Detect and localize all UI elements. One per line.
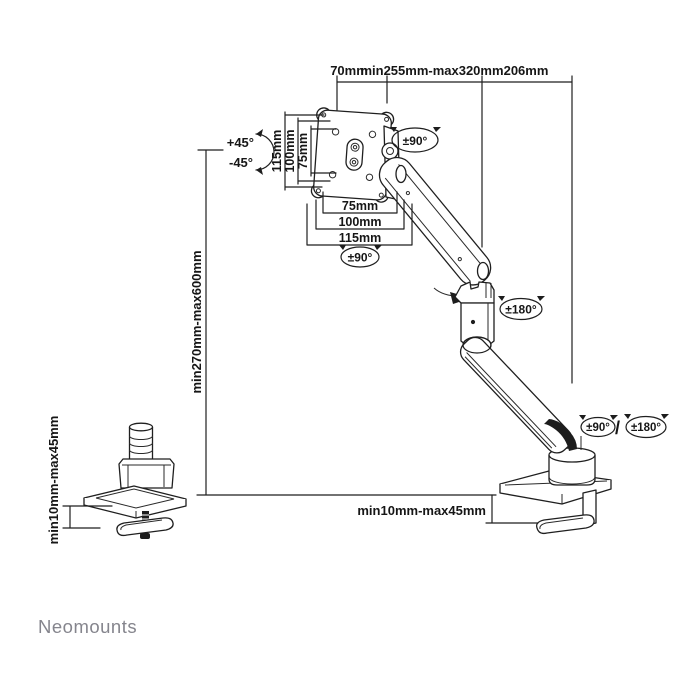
- upper-arm: [378, 156, 492, 304]
- grommet-bolt: [142, 511, 149, 525]
- dim-vesa-100h: 100mm: [338, 215, 381, 229]
- dim-vesa-100v: 100mm: [283, 129, 297, 172]
- tilt-pivot-knob: [381, 142, 399, 160]
- dim-min255-max320: min255mm-max320mm: [360, 63, 503, 78]
- rotation-badge-vesa-swivel: ±90°: [390, 127, 441, 153]
- grommet-bolt-tip: [140, 533, 150, 539]
- tilt-up-label: +45°: [227, 135, 254, 150]
- desk-clamp-base: [499, 447, 612, 535]
- dim-206mm: 206mm: [504, 63, 549, 78]
- lower-arm: [459, 336, 582, 454]
- rot-base-rotation-label: ±180°: [631, 422, 661, 434]
- dim-desk-thickness: min10mm-max45mm: [357, 503, 486, 518]
- grommet-base: [83, 422, 187, 539]
- tilt-down-label: -45°: [229, 155, 253, 170]
- dim-70mm: 70mm: [330, 63, 368, 78]
- dim-vesa-75v: 75mm: [296, 133, 310, 169]
- grommet-collar: [118, 458, 175, 489]
- grommet-thickness-dimension: min10mm-max45mm: [46, 416, 113, 545]
- dim-height-range: min270mm-max600mm: [189, 250, 204, 393]
- clamp-foot: [536, 514, 595, 535]
- top-dim-extension-lines: [336, 75, 573, 384]
- grommet-post-top: [128, 422, 154, 432]
- base-post: [548, 447, 596, 486]
- dim-grommet-thickness: min10mm-max45mm: [46, 416, 61, 545]
- height-dimension: min270mm-max600mm: [189, 149, 497, 496]
- arm-hole-top: [395, 164, 407, 184]
- rotation-ellipse-icon: [340, 246, 380, 268]
- vesa-hole: [365, 173, 374, 181]
- rot-vesa-swivel-label: ±90°: [403, 134, 428, 148]
- tilt-arrow-head-bottom-icon: [256, 167, 263, 175]
- tilt-annotation: +45° -45°: [227, 129, 275, 175]
- desk-thickness-lines: [485, 494, 539, 524]
- rotation-badge-elbow: ±180°: [498, 296, 545, 321]
- rotation-ellipse-icon: [580, 416, 616, 438]
- lower-arm-body: [459, 336, 573, 454]
- arm-hole-elbow: [476, 261, 490, 281]
- dim-vesa-115v: 115mm: [270, 130, 284, 172]
- rot-base-swivel-label: ±90°: [586, 422, 610, 434]
- grommet-foot-bar: [116, 517, 174, 537]
- upper-arm-body: [378, 156, 492, 286]
- vesa-hole: [328, 170, 337, 179]
- rotation-ellipse-icon: [625, 415, 667, 439]
- tilt-arrow-head-top-icon: [256, 129, 263, 137]
- rotation-badge-base: ±90° / ±180°: [579, 414, 669, 439]
- rot-elbow-label: ±180°: [505, 303, 537, 317]
- rotation-ellipse-icon: [391, 127, 439, 153]
- dim-vesa-75h: 75mm: [342, 199, 378, 213]
- rotation-badge-arm-swivel: ±90°: [339, 245, 382, 268]
- vesa-vertical-dimensions: 115mm 100mm 75mm: [270, 111, 337, 191]
- dim-vesa-115h: 115mm: [339, 231, 381, 245]
- vesa-hole: [368, 130, 377, 139]
- vesa-horizontal-dimensions: 75mm 100mm 115mm: [306, 191, 413, 246]
- height-dim-lines: [196, 149, 497, 496]
- arm-end-cap: [544, 419, 577, 451]
- neomounts-logo: Neomounts: [38, 616, 138, 637]
- rotation-ellipse-icon: [499, 297, 543, 321]
- vesa-plate: [310, 107, 395, 203]
- rot-base-slash: /: [615, 418, 620, 438]
- rot-arm-swivel-label: ±90°: [348, 251, 373, 265]
- tilt-arrow-arc-icon: [255, 133, 275, 171]
- top-dimension: 70mm min255mm-max320mm 206mm: [330, 63, 573, 384]
- desk-thickness-dimension: min10mm-max45mm: [357, 494, 539, 524]
